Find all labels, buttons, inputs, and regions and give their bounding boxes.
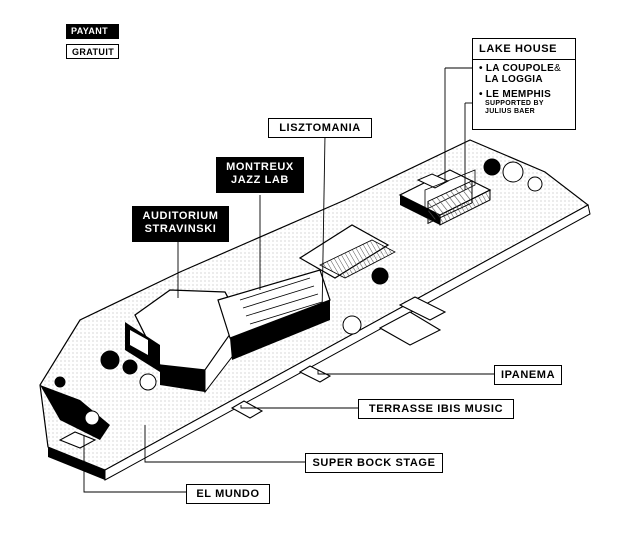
memphis-sponsor-1: SUPPORTED BY xyxy=(485,100,544,107)
label-ipanema[interactable]: IPANEMA xyxy=(494,365,562,385)
label-montreux-jazz-lab[interactable]: MONTREUX JAZZ LAB xyxy=(216,157,304,193)
auditorium-line2: STRAVINSKI xyxy=(144,222,217,235)
label-lake-house[interactable]: LAKE HOUSE • LA COUPOLE& LA LOGGIA • LE … xyxy=(472,38,576,130)
legend-free: GRATUIT xyxy=(66,44,119,59)
jazzlab-line2: JAZZ LAB xyxy=(231,173,289,186)
memphis-sponsor-2: JULIUS BAER xyxy=(485,108,535,115)
lake-house-divider xyxy=(473,59,575,60)
jazzlab-line1: MONTREUX xyxy=(226,161,294,173)
coupole-text: • LA COUPOLE xyxy=(479,63,555,74)
coupole-amp: & xyxy=(554,63,562,74)
lake-house-title: LAKE HOUSE xyxy=(479,43,558,55)
leader-lines xyxy=(83,67,494,493)
label-auditorium-stravinski[interactable]: AUDITORIUM STRAVINSKI xyxy=(132,206,229,242)
memphis-text: • LE MEMPHIS xyxy=(479,89,552,100)
auditorium-building xyxy=(125,269,331,394)
auditorium-line1: AUDITORIUM xyxy=(142,210,219,222)
label-terrasse-ibis-music[interactable]: TERRASSE IBIS MUSIC xyxy=(358,399,514,419)
lakeside-piers xyxy=(58,296,447,449)
loggia-text: LA LOGGIA xyxy=(485,74,543,85)
label-el-mundo[interactable]: EL MUNDO xyxy=(186,484,270,504)
lake-house-item-memphis[interactable]: • LE MEMPHIS xyxy=(479,89,569,100)
label-super-bock-stage[interactable]: SUPER BOCK STAGE xyxy=(305,453,443,473)
trees xyxy=(54,158,543,426)
lake-house-item-coupole[interactable]: • LA COUPOLE& LA LOGGIA xyxy=(479,63,569,85)
lawn-areas xyxy=(40,224,396,440)
lake-house-building xyxy=(398,169,492,226)
legend-paid: PAYANT xyxy=(66,24,119,39)
label-lisztomania[interactable]: LISZTOMANIA xyxy=(268,118,372,138)
